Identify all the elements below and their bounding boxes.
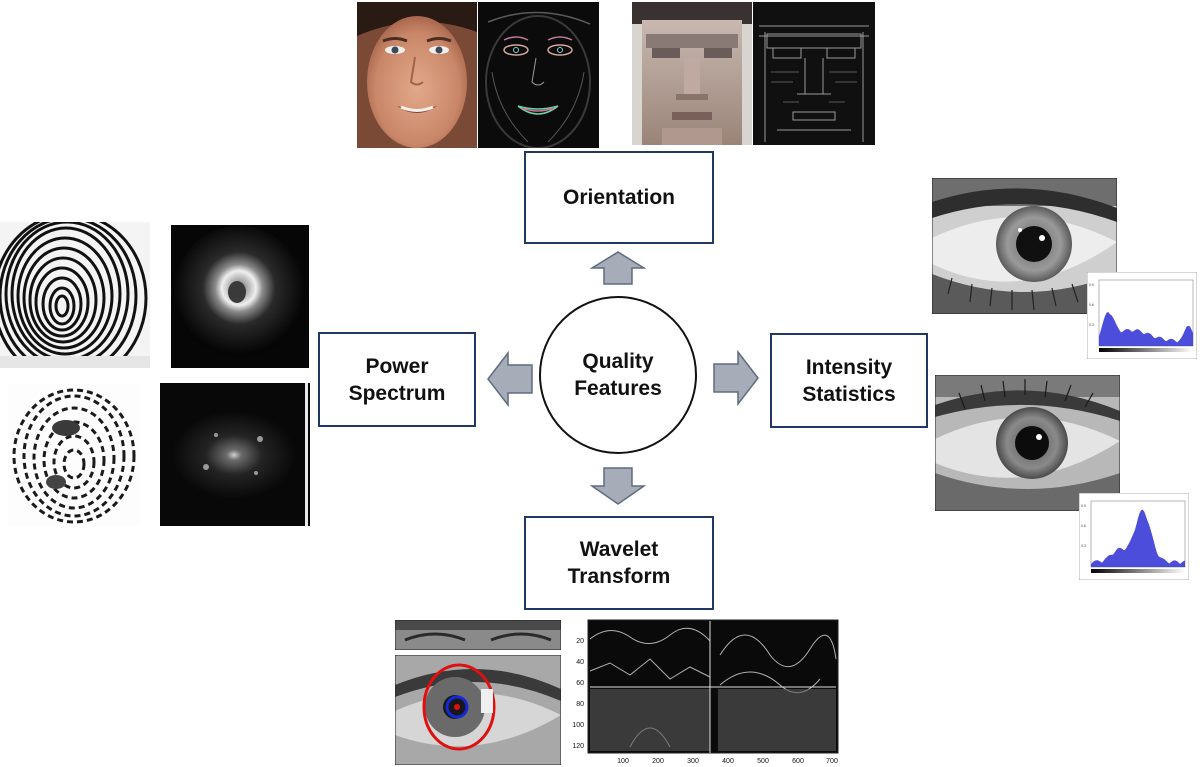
orientation-box: Orientation [524, 151, 714, 244]
x-tick-100: 100 [617, 758, 629, 765]
x-tick-400: 400 [722, 758, 734, 765]
svg-text:0.3: 0.3 [1081, 544, 1086, 548]
arrow-down-icon [590, 467, 646, 505]
iris-image-1 [932, 178, 1117, 314]
quality-features-label: Quality Features [574, 350, 662, 400]
intensity-statistics-label: Intensity Statistics [802, 355, 896, 406]
fingerprint-image-2 [8, 384, 140, 526]
face-photo-1 [357, 2, 477, 148]
x-tick-500: 500 [757, 758, 769, 765]
y-tick-20: 20 [576, 638, 584, 645]
arrow-left-icon [487, 351, 533, 407]
svg-text:0.9: 0.9 [1089, 283, 1094, 287]
orientation-label: Orientation [562, 186, 675, 209]
intensity-histogram-1: 0.9 0.6 0.3 [1087, 272, 1197, 359]
y-tick-120: 120 [572, 743, 584, 750]
fingerprint-spectrum-2 [160, 383, 310, 526]
svg-text:0.6: 0.6 [1089, 303, 1094, 307]
face-gradient-map-2 [753, 2, 875, 145]
power-spectrum-box: Power Spectrum [318, 332, 476, 427]
wavelet-transform-box: Wavelet Transform [524, 516, 714, 610]
wavelet-transform-label: Wavelet Transform [567, 538, 671, 588]
y-tick-60: 60 [576, 680, 584, 687]
arrow-up-icon [590, 251, 646, 285]
x-tick-700: 700 [826, 758, 838, 765]
svg-text:0.6: 0.6 [1081, 524, 1086, 528]
x-tick-600: 600 [792, 758, 804, 765]
quality-features-node: Quality Features [539, 296, 697, 454]
intensity-histogram-2: 0.9 0.6 0.3 [1079, 493, 1189, 580]
y-tick-40: 40 [576, 659, 584, 666]
face-photo-2 [632, 2, 752, 145]
y-tick-100: 100 [572, 722, 584, 729]
svg-text:0.3: 0.3 [1089, 323, 1094, 327]
fingerprint-image-1 [0, 222, 150, 368]
x-tick-200: 200 [652, 758, 664, 765]
wavelet-coefficients-plot: 20 40 60 80 100 120 100 200 300 400 500 … [572, 619, 839, 765]
normalized-iris-strip [395, 620, 561, 650]
power-spectrum-label: Power Spectrum [348, 354, 446, 405]
segmented-iris-image [395, 655, 561, 765]
x-tick-300: 300 [687, 758, 699, 765]
fingerprint-spectrum-1 [171, 225, 309, 368]
y-tick-80: 80 [576, 701, 584, 708]
iris-image-2 [935, 375, 1120, 511]
intensity-statistics-box: Intensity Statistics [770, 333, 928, 428]
svg-text:0.9: 0.9 [1081, 504, 1086, 508]
face-gradient-map-1 [478, 2, 599, 148]
arrow-right-icon [713, 350, 759, 406]
